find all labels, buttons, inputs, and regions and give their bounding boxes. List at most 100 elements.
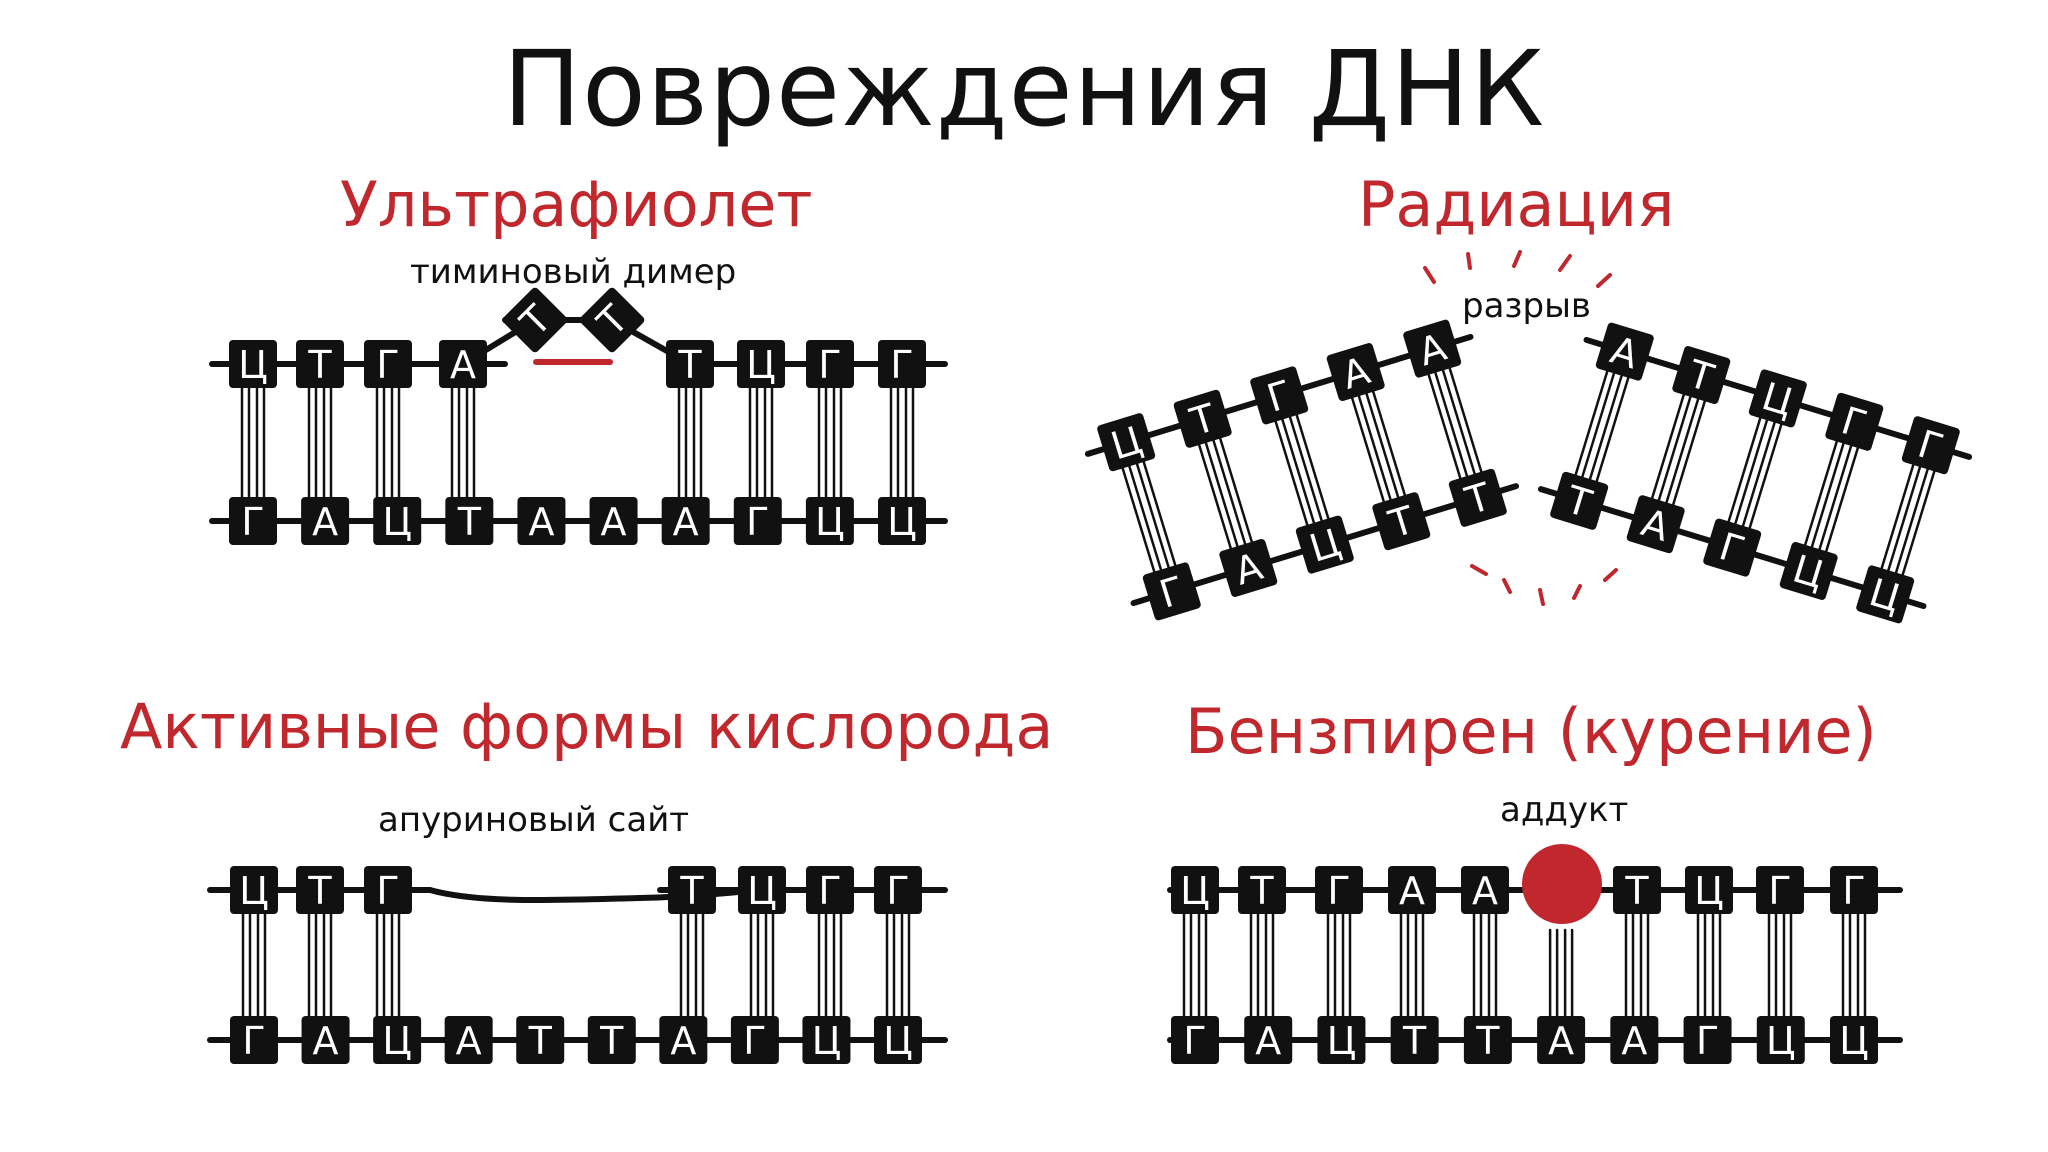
nucleotide-top: Г	[806, 866, 854, 914]
nucleotide-top: Ц	[230, 866, 278, 914]
nucleotide-letter: Г	[376, 343, 399, 387]
base-pair-line	[1824, 446, 1860, 553]
adduct-marker	[1522, 844, 1602, 924]
nucleotide-box-fill	[1171, 1016, 1219, 1064]
nucleotide-bottom: Ц	[373, 1016, 422, 1064]
nucleotide-letter: Ц	[1766, 1019, 1796, 1063]
nucleotide-bottom: Ц	[1830, 1016, 1878, 1064]
base-pair-line	[1441, 369, 1476, 475]
nucleotide-box-fill	[587, 1016, 636, 1064]
nucleotide-box-fill	[229, 340, 277, 388]
nucleotide-box-fill	[516, 1016, 565, 1064]
nucleotide-bottom: А	[659, 1016, 708, 1064]
heading-ultraviolet: Ультрафиолет	[340, 168, 813, 241]
base-pair-line	[1427, 373, 1462, 480]
nucleotide-box-fill	[230, 1016, 278, 1064]
base-pair-line	[1448, 367, 1483, 473]
base-pair-line	[1650, 393, 1686, 500]
nucleotide-letter: А	[528, 500, 554, 544]
nucleotide-letter: Г	[1183, 1019, 1206, 1063]
nucleotide-box-fill	[1390, 1016, 1439, 1064]
nucleotide-top: Г	[878, 340, 926, 388]
nucleotide-box-fill	[301, 497, 350, 545]
nucleotide-bottom: Ц	[1295, 515, 1354, 574]
nucleotide-letter: Г	[1696, 1019, 1719, 1063]
nucleotide-box-fill	[1097, 413, 1156, 472]
base-pair-line	[1810, 442, 1845, 549]
nucleotide-letter: Ц	[883, 1019, 913, 1063]
label-thymine-dimer: тиминовый димер	[410, 252, 737, 292]
nucleotide-box-fill	[589, 497, 638, 545]
nucleotide-top: Г	[1901, 416, 1960, 475]
nucleotide-box-fill	[661, 497, 710, 545]
nucleotide-letter: А	[313, 1019, 339, 1063]
nucleotide-letter: Г	[886, 869, 909, 913]
nucleotide-box-fill	[1626, 495, 1685, 554]
radiation-tick	[1466, 252, 1472, 270]
nucleotide-box-fill	[1703, 518, 1762, 577]
nucleotide-box-fill	[730, 1016, 779, 1064]
radiation-tick	[1572, 584, 1582, 600]
nucleotide-bottom: А	[444, 1016, 493, 1064]
nucleotide-box-fill	[1173, 389, 1232, 448]
nucleotide-box-fill	[1463, 1016, 1512, 1064]
nucleotide-box-fill	[373, 497, 422, 545]
nucleotide-top: Т	[296, 340, 344, 388]
nucleotide-bottom: А	[301, 1016, 350, 1064]
base-pair-line	[1197, 443, 1233, 550]
nucleotide-bottom: Ц	[802, 1016, 851, 1064]
nucleotide-box-fill	[1595, 322, 1654, 381]
nucleotide-letter: А	[1255, 1019, 1281, 1063]
base-pair-line	[1288, 415, 1323, 522]
nucleotide-letter: Ц	[238, 343, 268, 387]
base-pair-line	[1365, 392, 1400, 499]
nucleotide-box-fill	[1388, 866, 1436, 914]
nucleotide-box-fill	[1537, 1016, 1586, 1064]
nucleotide-box-fill	[1317, 1016, 1366, 1064]
nucleotide-bottom: Т	[1448, 468, 1507, 527]
nucleotide-letter: А	[450, 343, 476, 387]
nucleotide-bottom: А	[589, 497, 638, 545]
nucleotide-bottom: Г	[730, 1016, 779, 1064]
base-pair-line	[1657, 395, 1692, 502]
base-pair-line	[1212, 439, 1247, 546]
nucleotide-box-fill	[737, 340, 785, 388]
base-pair-line	[1121, 467, 1156, 573]
nucleotide-letter: Г	[743, 1019, 766, 1063]
base-pair-line	[1734, 418, 1769, 525]
nucleotide-top: Т	[1613, 866, 1661, 914]
nucleotide-box-fill	[1613, 866, 1661, 914]
nucleotide-bottom: Ц	[1856, 565, 1915, 624]
nucleotide-top: Т	[502, 287, 568, 353]
nucleotide-top: Ц	[738, 866, 786, 914]
nucleotide-box-fill	[364, 340, 412, 388]
nucleotide-box-fill	[296, 866, 344, 914]
nucleotide-box-fill	[1830, 866, 1878, 914]
nucleotide-bottom: А	[301, 497, 350, 545]
nucleotide-letter: А	[1621, 1019, 1647, 1063]
base-pair-line	[1741, 421, 1776, 528]
nucleotide-bottom: Т	[587, 1016, 636, 1064]
nucleotide-box-fill	[806, 340, 854, 388]
base-pair-line	[1281, 418, 1316, 525]
nucleotide-box-fill	[874, 866, 922, 914]
nucleotide-bottom: Ц	[878, 497, 926, 545]
nucleotide-letter: А	[1399, 869, 1425, 913]
nucleotide-bottom: Ц	[1756, 1016, 1805, 1064]
nucleotide-top: Г	[364, 866, 412, 914]
nucleotide-letter: А	[670, 1019, 696, 1063]
nucleotide-letter: А	[1472, 869, 1498, 913]
nucleotide-letter: Т	[457, 500, 482, 544]
nucleotide-box-fill	[296, 340, 344, 388]
nucleotide-letter: Г	[1327, 869, 1350, 913]
nucleotide-bottom: А	[1219, 539, 1278, 597]
base-pair-line	[1350, 396, 1386, 503]
nucleotide-bottom: А	[1626, 495, 1685, 554]
base-pair-line	[1887, 465, 1922, 572]
base-pair-line	[1128, 465, 1163, 571]
nucleotide-top: Г	[1830, 866, 1878, 914]
nucleotide-top: Т	[666, 340, 714, 388]
nucleotide-letter: Ц	[239, 869, 269, 913]
